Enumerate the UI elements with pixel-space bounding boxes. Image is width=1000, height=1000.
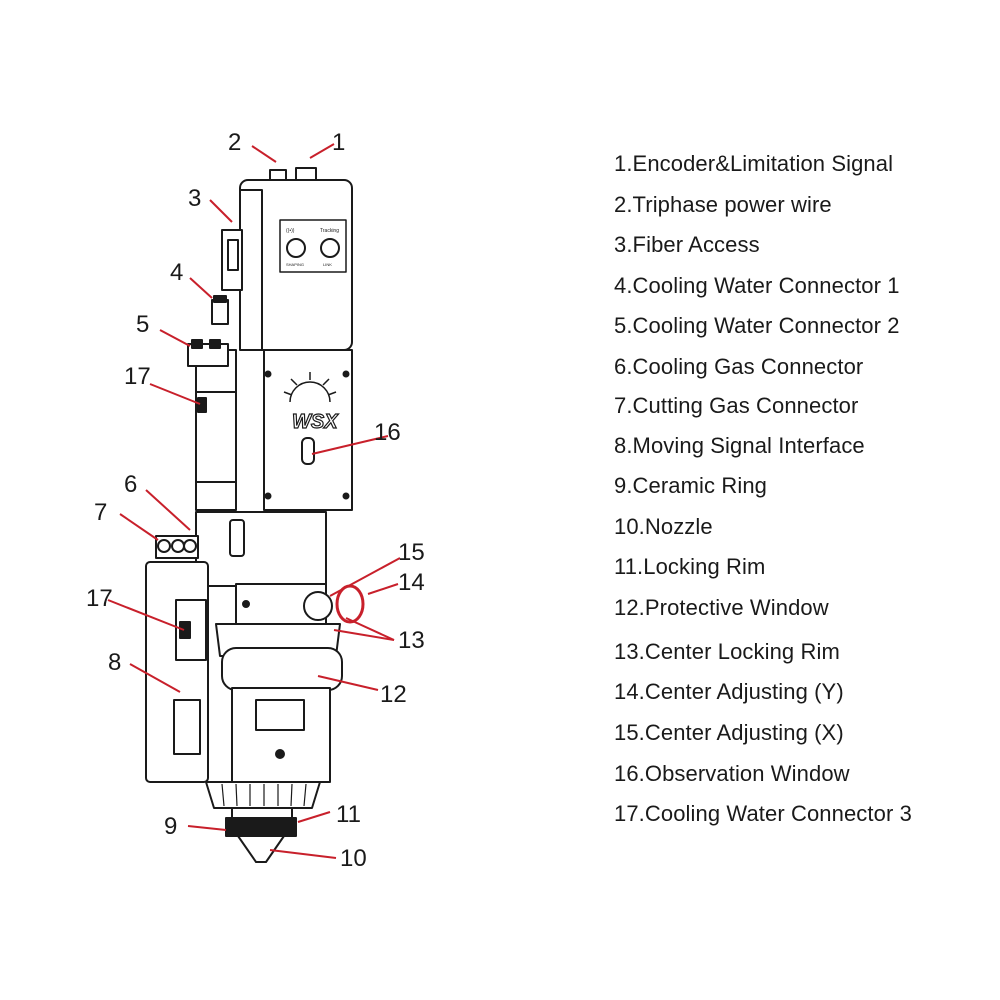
callout-15: 15 — [398, 539, 425, 566]
panel-left-sub: SHAPING — [286, 262, 304, 267]
adjust-x-knob — [303, 591, 333, 621]
callout-14: 14 — [398, 569, 425, 596]
callout-10: 10 — [340, 845, 367, 872]
callout-12: 12 — [380, 681, 407, 708]
callout-9: 9 — [164, 813, 177, 840]
callout-6: 6 — [124, 471, 137, 498]
legend-item: 11.Locking Rim — [614, 554, 766, 579]
observation-window — [301, 437, 315, 465]
signal-interface — [173, 699, 201, 755]
motor-housing-side — [239, 189, 263, 351]
leader-lines — [107, 143, 401, 859]
callout-11: 11 — [336, 801, 361, 828]
legend-item: 17.Cooling Water Connector 3 — [614, 801, 912, 826]
callout-17-upper: 17 — [124, 363, 151, 390]
water-connector-2 — [187, 343, 229, 367]
legend-item: 10.Nozzle — [614, 514, 713, 539]
encoder-connector — [295, 167, 317, 181]
lower-body — [195, 511, 327, 587]
tracking-dial-icon — [320, 238, 340, 258]
legend-item: 3.Fiber Access — [614, 232, 760, 257]
brand-logo: WSX — [292, 411, 339, 433]
legend-item: 15.Center Adjusting (X) — [614, 720, 844, 745]
locking-rim — [231, 807, 293, 819]
legend-item: 13.Center Locking Rim — [614, 639, 840, 664]
callout-7: 7 — [94, 499, 107, 526]
wsx-logo-icon — [283, 372, 337, 403]
callout-1: 1 — [332, 129, 345, 156]
callout-13: 13 — [398, 627, 425, 654]
panel-right-sub: LINK — [323, 262, 332, 267]
callout-3: 3 — [188, 185, 201, 212]
legend-item: 1.Encoder&Limitation Signal — [614, 151, 894, 176]
adjust-y-knob — [335, 584, 365, 624]
panel-right-label: Tracking — [320, 228, 339, 234]
sensor-housing — [263, 349, 353, 511]
water-connector-3-upper — [197, 397, 207, 413]
callout-4: 4 — [170, 259, 183, 286]
callout-5: 5 — [136, 311, 149, 338]
legend-item: 7.Cutting Gas Connector — [614, 393, 859, 418]
legend-item: 5.Cooling Water Connector 2 — [614, 313, 900, 338]
legend-item: 6.Cooling Gas Connector — [614, 354, 864, 379]
legend-item: 2.Triphase power wire — [614, 192, 832, 217]
callout-8: 8 — [108, 649, 121, 676]
power-connector — [269, 169, 287, 181]
legend-item: 16.Observation Window — [614, 761, 850, 786]
water-connector-1 — [211, 299, 229, 325]
callout-16: 16 — [374, 419, 401, 446]
control-panel — [279, 219, 347, 273]
legend-item: 4.Cooling Water Connector 1 — [614, 273, 900, 298]
callout-2: 2 — [228, 129, 241, 156]
callout-17-lower: 17 — [86, 585, 113, 612]
water-connector-3-lower — [179, 621, 191, 639]
legend-item: 12.Protective Window — [614, 595, 829, 620]
panel-left-label: ((•)) — [286, 228, 295, 234]
protective-window — [221, 647, 343, 691]
ceramic-ring — [225, 817, 297, 837]
legend-item: 9.Ceramic Ring — [614, 473, 768, 498]
legend-item: 14.Center Adjusting (Y) — [614, 679, 844, 704]
shaping-dial-icon — [286, 238, 306, 258]
nozzle — [237, 835, 285, 863]
legend-item: 8.Moving Signal Interface — [614, 433, 865, 458]
